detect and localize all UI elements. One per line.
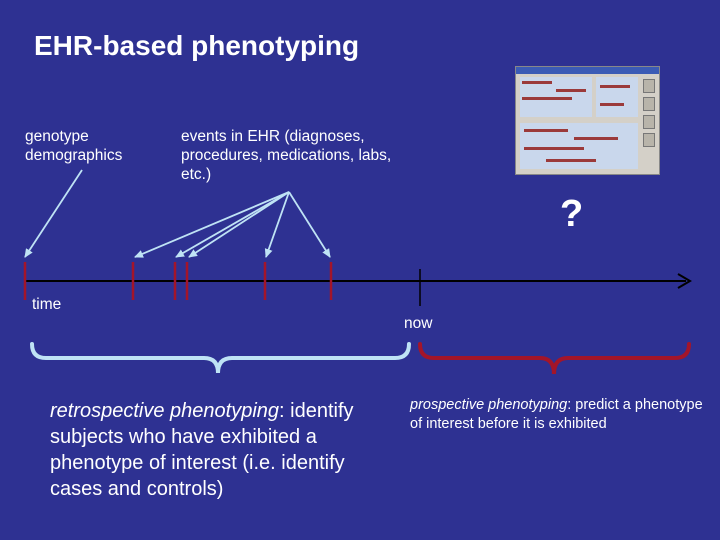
- retrospective-brace: [30, 342, 411, 374]
- genotype-arrow: [24, 169, 83, 258]
- events-arrow: [134, 191, 290, 258]
- prospective-brace: [418, 342, 691, 375]
- events-arrow: [175, 191, 290, 258]
- events-arrow: [288, 191, 331, 258]
- prospective-description: prospective phenotyping: predict a pheno…: [410, 396, 710, 434]
- now-label: now: [404, 315, 433, 332]
- slide-title: EHR-based phenotyping: [34, 30, 360, 61]
- timeline-arrowhead: [677, 273, 692, 289]
- retrospective-term: retrospective phenotyping: [50, 400, 280, 422]
- prospective-term: prospective phenotyping: [410, 397, 568, 413]
- events-arrow: [264, 191, 290, 258]
- retrospective-text: : identify subjects who have exhibited a…: [50, 400, 354, 500]
- question-mark: ?: [560, 193, 584, 235]
- ehr-screenshot-image: [515, 66, 660, 175]
- genotype-demographics-label: genotype demographics: [25, 128, 123, 164]
- prospective-text: : predict a phenotype of interest before…: [410, 397, 703, 432]
- time-label: time: [32, 296, 62, 313]
- retrospective-description: retrospective phenotyping: identify subj…: [50, 398, 390, 502]
- events-arrow: [188, 191, 290, 258]
- ehr-events-label: events in EHR (diagnoses, procedures, me…: [181, 128, 392, 183]
